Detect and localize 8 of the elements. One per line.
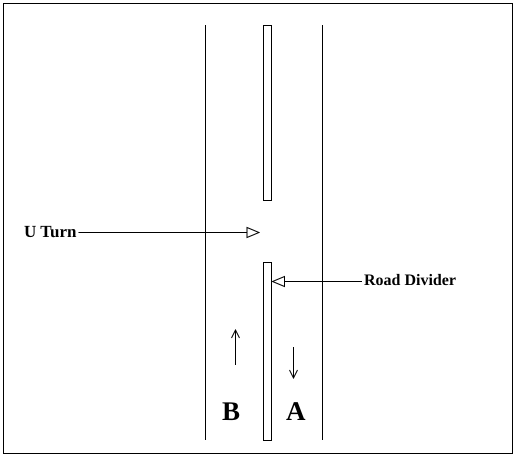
lane-letter: A xyxy=(286,398,306,425)
lane-letter: B xyxy=(222,398,240,425)
leader-label: Road Divider xyxy=(364,273,456,289)
leader-arrow xyxy=(272,276,362,287)
leader-label: U Turn xyxy=(24,223,76,240)
road-divider-bar xyxy=(263,25,272,201)
leader-arrow xyxy=(78,227,260,238)
road-divider-bar xyxy=(263,262,272,441)
